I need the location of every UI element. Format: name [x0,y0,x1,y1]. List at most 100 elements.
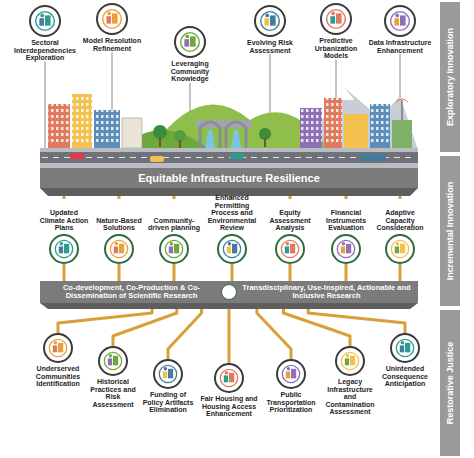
node-label: Funding of Policy Artifacts Elimination [140,391,196,414]
icon-node: Sectoral Interdependencies Exploration [12,5,78,62]
icon-node: Underserved Communities Identification [30,333,86,388]
icon-shape [286,371,290,378]
icon-shape [401,341,404,344]
node-label: Nature-Based Solutions [92,217,146,232]
icon-ring [36,12,55,31]
icon-shape [108,358,112,365]
icon-shape [190,36,196,46]
icon-shape [45,15,51,25]
icon-ring [49,339,66,356]
icon-node: Public Transportation Prioritization [263,359,319,414]
icon [45,335,71,361]
icon-shape [400,15,406,25]
building [370,104,390,148]
icon-shape [395,246,399,253]
icon-shape [405,343,410,353]
icon-node: Adaptive Capacity Consideration [373,199,427,264]
icon [100,348,126,374]
band-underside [40,303,418,309]
node-label: Data Infrastructure Enhancement [368,39,432,54]
icon [322,5,350,33]
icon-circle [174,26,206,58]
node-label: Unintended Consequence Anticipation [377,365,433,388]
icon-circle [98,346,128,376]
icon-ring [181,33,200,52]
icon-circle [390,333,420,363]
icon-shape [114,246,118,253]
icon-circle [254,5,286,37]
icon [51,236,77,262]
icon-shape [228,242,231,245]
icon [161,236,187,262]
node-label: Evolving Risk Assessment [239,39,301,54]
icon-shape [227,246,231,253]
building [300,108,322,148]
riser-line [289,264,292,281]
node-label: Model Resolution Refinement [80,37,144,52]
connector-line [257,303,291,359]
icon [337,348,363,374]
building [72,94,92,148]
icon-circle [217,234,247,264]
icon-node: Community-driven planning [147,199,201,264]
icon-circle [275,234,305,264]
node-label: Adaptive Capacity Consideration [373,209,427,232]
building [324,98,342,148]
icon [106,236,132,262]
icon-shape [287,367,290,370]
riser-line [231,264,234,281]
icon-ring [261,12,280,31]
riser-line [399,264,402,281]
icon-ring [391,240,408,257]
icon-shape [112,13,118,23]
icon-circle [320,3,352,35]
icon-shape [330,16,335,23]
icon-shape [184,39,189,46]
icon-shape [60,242,63,245]
icon-circle [49,234,79,264]
building [392,120,412,148]
icon-shape [170,242,173,245]
icon-node: Unintended Consequence Anticipation [377,333,433,388]
icon-node: Predictive Urbanization Models [304,3,368,60]
icon-shape [265,14,269,18]
icon-shape [174,244,179,254]
icon-shape [400,244,405,254]
connector-line [168,303,202,359]
icon-circle [384,5,416,37]
icon-node: Legacy Infrastructure and Contamination … [321,346,379,416]
icon-shape [185,35,189,39]
icon-shape [270,15,276,25]
side-band: Incremental Innovation [440,156,460,306]
label-holder: Nature-Based Solutions [92,199,146,232]
band-label: Equitable Infrastructure Resilience [138,172,320,184]
building [48,104,70,148]
icon-node: Updated Climate Action Plans [37,199,91,264]
building [94,110,120,148]
riser-line [63,264,66,281]
band-label: Co-development, Co-Production & Co-Disse… [46,284,217,301]
node-label: Predictive Urbanization Models [304,37,368,60]
icon-node: Equity Assessment Analysis [263,199,317,264]
riser-line [345,264,348,281]
node-label: Updated Climate Action Plans [37,209,91,232]
water [205,130,241,148]
icon-shape [39,18,44,25]
icon-node: Leveraging Community Knowledge [157,26,223,83]
icon-shape [115,242,118,245]
icon-shape [341,246,345,253]
icon-circle [43,333,73,363]
icon-circle [96,3,128,35]
icon [219,236,245,262]
icon-shape [40,14,44,18]
icon-shape [336,13,342,23]
riser-line [173,264,176,281]
label-holder: Adaptive Capacity Consideration [373,199,427,232]
road [40,152,418,163]
icon [278,361,304,387]
icon-shape [346,244,351,254]
icon-shape [264,18,269,25]
icon-shape [342,242,345,245]
label-holder: Equity Assessment Analysis [263,199,317,232]
icon-circle [385,234,415,264]
